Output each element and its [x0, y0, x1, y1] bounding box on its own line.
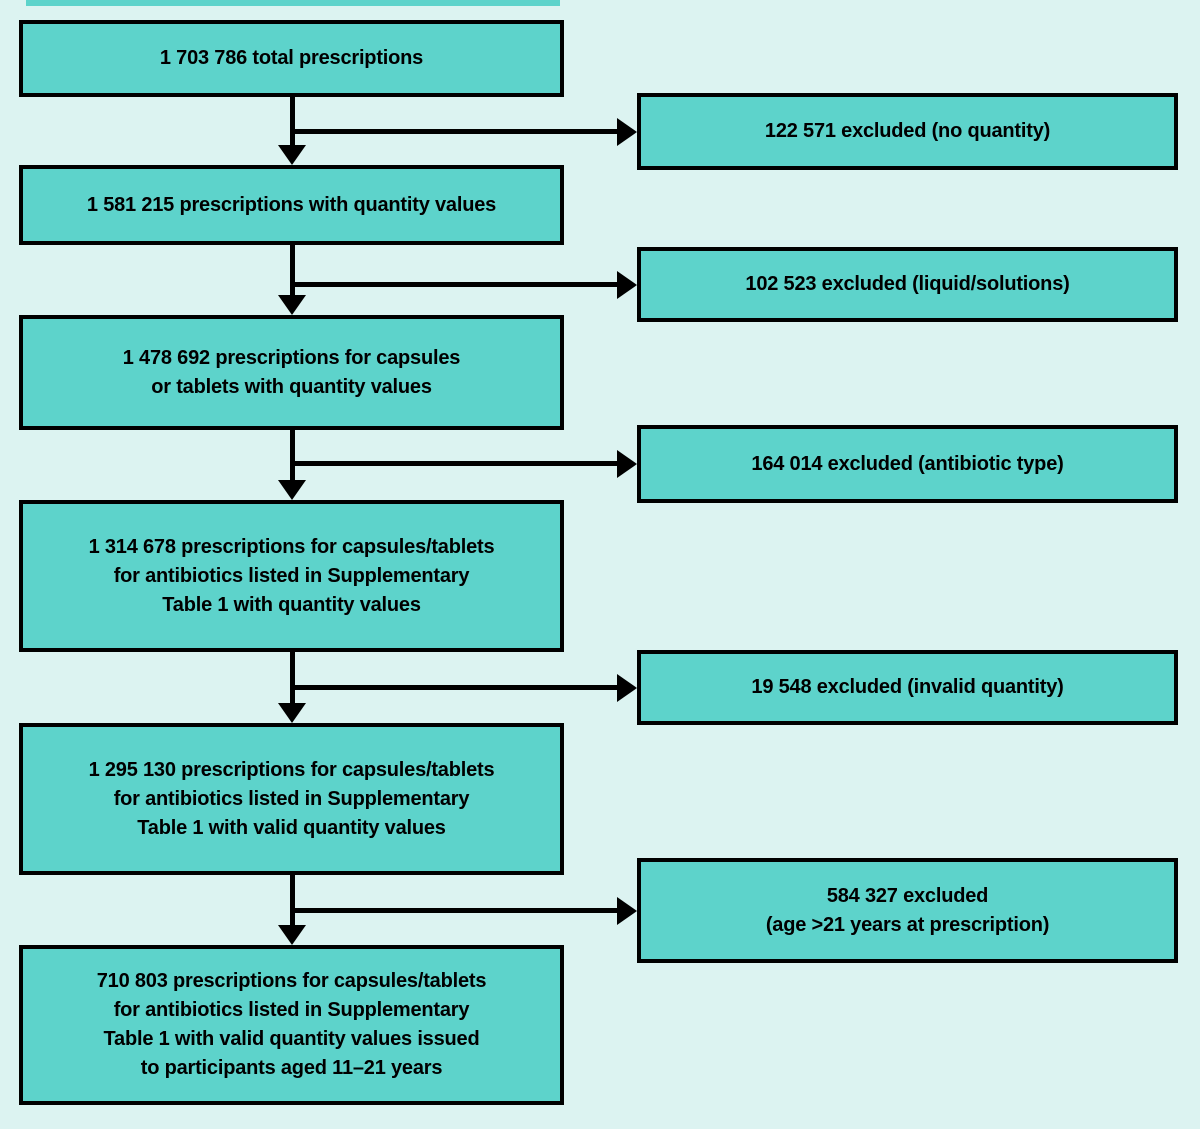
box-text-line: 102 523 excluded (liquid/solutions)	[745, 273, 1070, 295]
box-text-line: or tablets with quantity values	[151, 375, 432, 398]
flow-line-vertical-4	[290, 652, 295, 703]
box-text-line: 1 314 678 prescriptions for capsules/tab…	[88, 535, 495, 558]
branch-line-exclusion-1	[290, 129, 617, 134]
box-text-line: Table 1 with valid quantity values	[137, 816, 446, 839]
arrow-down-icon	[278, 480, 306, 500]
box-text-line: 1 295 130 prescriptions for capsules/tab…	[88, 758, 495, 781]
arrow-right-icon	[617, 271, 637, 299]
branch-line-exclusion-3	[290, 461, 617, 466]
arrow-down-icon	[278, 925, 306, 945]
box-excluded-invalid-quantity: 19 548 excluded (invalid quantity)	[637, 650, 1178, 725]
box-text-line: 122 571 excluded (no quantity)	[764, 120, 1051, 142]
box-antibiotics-with-quantity: 1 314 678 prescriptions for capsules/tab…	[19, 500, 564, 652]
branch-line-exclusion-2	[290, 282, 617, 287]
arrow-right-icon	[617, 118, 637, 146]
arrow-down-icon	[278, 295, 306, 315]
branch-line-exclusion-5	[290, 908, 617, 913]
box-excluded-no-quantity: 122 571 excluded (no quantity)	[637, 93, 1178, 170]
box-text-line: 1 703 786 total prescriptions	[159, 47, 424, 69]
branch-line-exclusion-4	[290, 685, 617, 690]
box-antibiotics-valid-quantity: 1 295 130 prescriptions for capsules/tab…	[19, 723, 564, 875]
box-text-line: 710 803 prescriptions for capsules/table…	[96, 970, 487, 992]
flow-line-vertical-2	[290, 245, 295, 295]
cropped-box-edge	[26, 0, 560, 6]
box-total-prescriptions: 1 703 786 total prescriptions	[19, 20, 564, 97]
box-text-line: for antibiotics listed in Supplementary	[113, 787, 470, 810]
box-text-line: 1 478 692 prescriptions for capsules	[122, 346, 461, 369]
box-text-line: Table 1 with quantity values	[162, 593, 421, 616]
box-excluded-liquid-solutions: 102 523 excluded (liquid/solutions)	[637, 247, 1178, 322]
box-text-line: for antibiotics listed in Supplementary	[113, 999, 470, 1021]
box-capsules-or-tablets: 1 478 692 prescriptions for capsules or …	[19, 315, 564, 430]
box-text-line: 19 548 excluded (invalid quantity)	[751, 676, 1064, 698]
flow-line-vertical-5	[290, 875, 295, 925]
box-text-line: 164 014 excluded (antibiotic type)	[751, 452, 1064, 475]
box-final-cohort-aged-11-21: 710 803 prescriptions for capsules/table…	[19, 945, 564, 1105]
box-excluded-antibiotic-type: 164 014 excluded (antibiotic type)	[637, 425, 1178, 503]
box-text-line: to participants aged 11–21 years	[140, 1057, 443, 1079]
arrow-right-icon	[617, 674, 637, 702]
arrow-down-icon	[278, 703, 306, 723]
flow-line-vertical-3	[290, 430, 295, 480]
flow-line-vertical-1	[290, 97, 295, 145]
box-text-line: 1 581 215 prescriptions with quantity va…	[86, 193, 497, 216]
box-prescriptions-with-quantity: 1 581 215 prescriptions with quantity va…	[19, 165, 564, 245]
arrow-right-icon	[617, 450, 637, 478]
box-text-line: Table 1 with valid quantity values issue…	[103, 1028, 480, 1050]
box-text-line: for antibiotics listed in Supplementary	[113, 564, 470, 587]
arrow-down-icon	[278, 145, 306, 165]
box-text-line: 584 327 excluded	[826, 884, 989, 907]
box-excluded-age-over-21: 584 327 excluded (age >21 years at presc…	[637, 858, 1178, 963]
box-text-line: (age >21 years at prescription)	[765, 913, 1050, 936]
arrow-right-icon	[617, 897, 637, 925]
